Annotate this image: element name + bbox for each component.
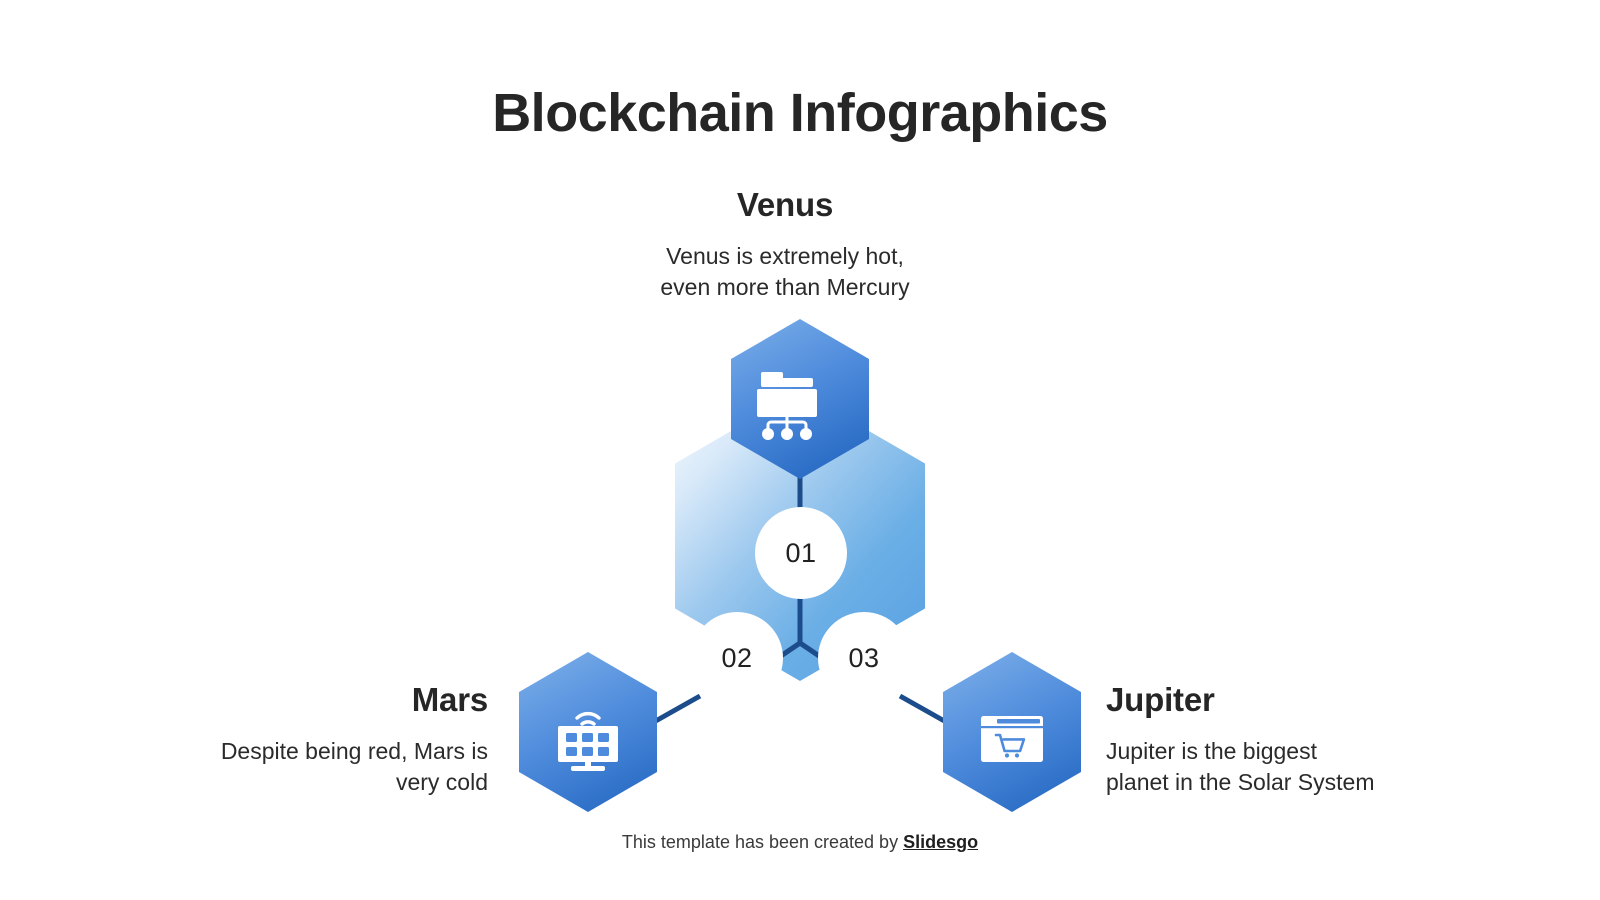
footer-prefix: This template has been created by — [621, 832, 904, 852]
venus-description-line-2: even more than Mercury — [660, 274, 910, 301]
venus-heading: Venus — [736, 186, 834, 223]
step-number-02[interactable]: 02 — [691, 612, 783, 704]
jupiter-description-line-2: planet in the Solar System — [1106, 769, 1375, 796]
venus-hexagon-shape[interactable] — [731, 319, 869, 479]
server-wifi-icon — [558, 711, 618, 771]
step-number-01[interactable]: 01 — [755, 507, 847, 599]
jupiter-text-block: Jupiter Jupiter is the biggest planet in… — [1106, 680, 1526, 799]
venus-description: Venus is extremely hot, even more than M… — [480, 241, 1090, 304]
mars-hexagon[interactable] — [519, 652, 657, 812]
step-number-01-label: 01 — [785, 537, 817, 568]
mars-description-line-2: very cold — [395, 769, 488, 796]
jupiter-hexagon-shape[interactable] — [943, 652, 1081, 812]
venus-text-block: Venus Venus is extremely hot, even more … — [480, 185, 1090, 304]
venus-hexagon[interactable] — [731, 319, 869, 479]
jupiter-hexagon[interactable] — [943, 652, 1081, 812]
step-number-03-label: 03 — [848, 642, 880, 673]
step-number-02-label: 02 — [721, 642, 753, 673]
jupiter-heading: Jupiter — [1106, 681, 1215, 718]
venus-description-line-1: Venus is extremely hot, — [666, 242, 904, 269]
folder-network-icon — [757, 372, 817, 440]
footer-brand-link[interactable]: Slidesgo — [903, 832, 979, 852]
mars-description-line-1: Despite being red, Mars is — [220, 737, 488, 764]
mars-text-block: Mars Despite being red, Mars is very col… — [80, 680, 488, 799]
footer-credit: This template has been created by Slides… — [0, 832, 1600, 853]
step-number-03[interactable]: 03 — [818, 612, 910, 704]
mars-description: Despite being red, Mars is very cold — [80, 736, 488, 799]
jupiter-description-line-1: Jupiter is the biggest — [1106, 737, 1317, 764]
connector-02-to-mars — [643, 693, 702, 730]
mars-hexagon-shape[interactable] — [519, 652, 657, 812]
mars-heading: Mars — [411, 681, 488, 718]
page-title: Blockchain Infographics — [492, 83, 1108, 143]
browser-cart-icon — [981, 716, 1043, 762]
connector-03-to-jupiter — [898, 693, 957, 730]
jupiter-description: Jupiter is the biggest planet in the Sol… — [1106, 736, 1526, 799]
